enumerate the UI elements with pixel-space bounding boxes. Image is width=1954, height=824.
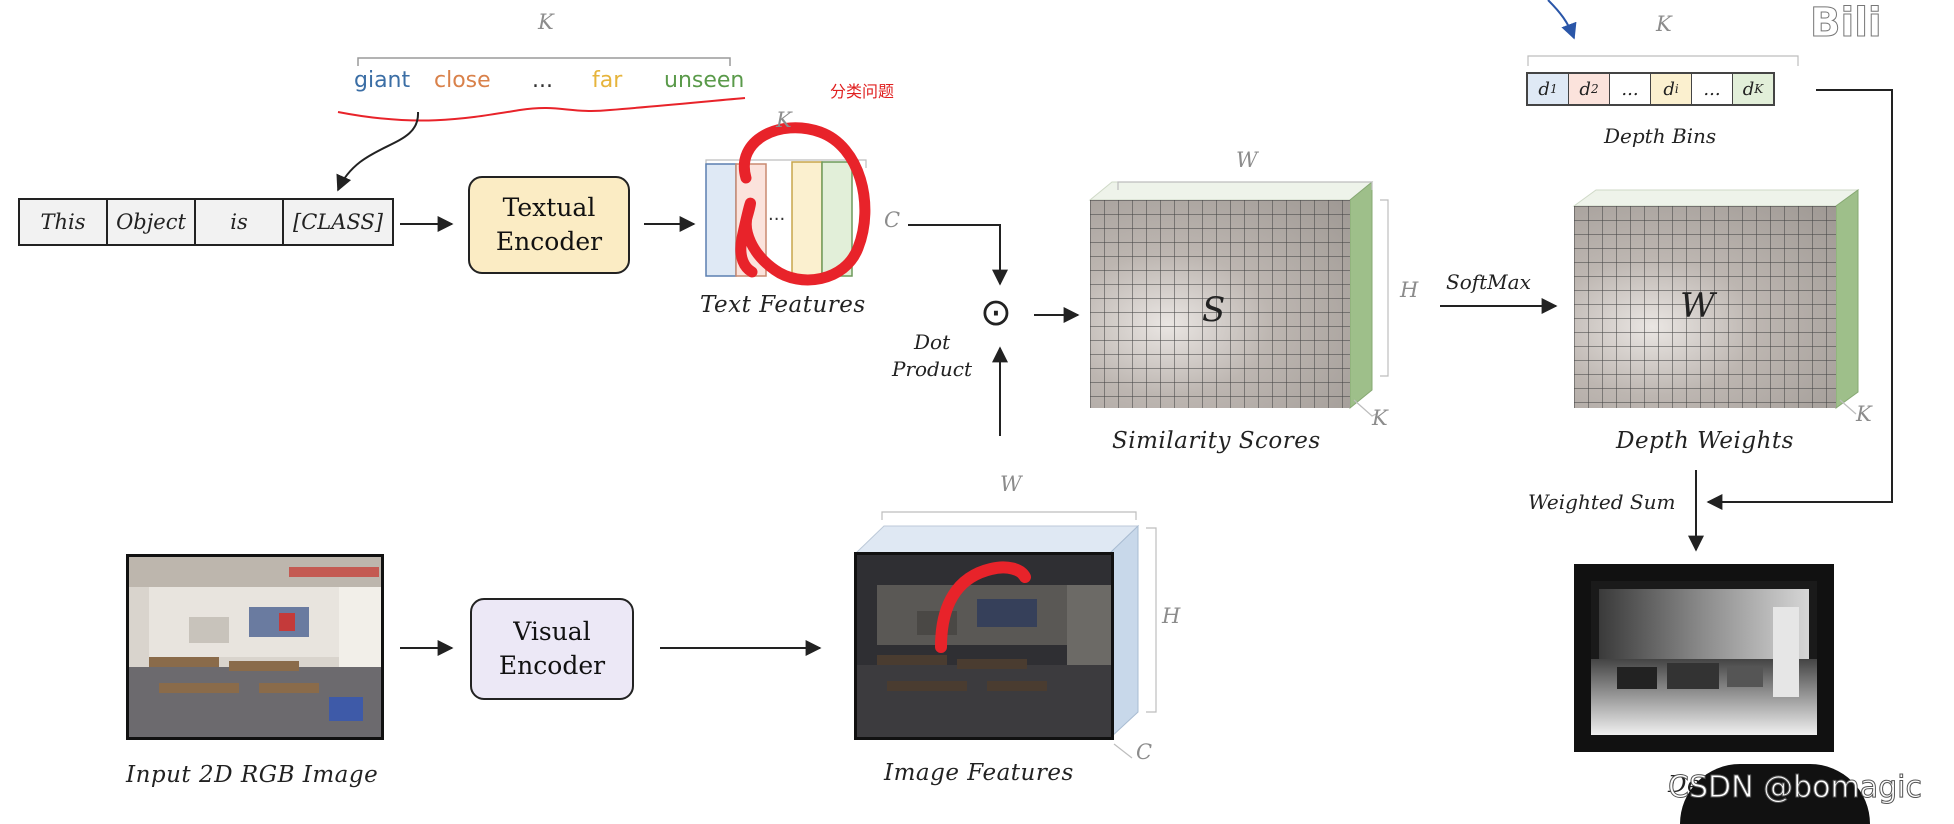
depth-bin-label: d bbox=[1742, 78, 1755, 100]
depth-bin-subscript: 2 bbox=[1590, 82, 1599, 96]
similarity-dim-h: H bbox=[1400, 278, 1419, 302]
image-features-render bbox=[857, 555, 1111, 737]
class-names-bracket bbox=[357, 57, 731, 66]
blue-pointer-arrow bbox=[1547, 0, 1577, 40]
image-features-cube-side bbox=[1109, 524, 1139, 740]
depth-bin-subscript: i bbox=[1674, 82, 1679, 96]
prompt-token-class: [CLASS] bbox=[293, 210, 383, 234]
text-feature-bar-3 bbox=[791, 161, 823, 277]
depth-bin-label: d bbox=[1663, 78, 1675, 100]
weighted-sum-label: Weighted Sum bbox=[1528, 490, 1676, 514]
depth-bin-label: ... bbox=[1621, 78, 1639, 100]
depth-weights-grid bbox=[1574, 206, 1836, 408]
arrow-bins-to-weighted-sum bbox=[1706, 89, 1893, 510]
prompt-token-row: This Object is [CLASS] bbox=[18, 198, 394, 246]
red-circle-stroke bbox=[735, 122, 871, 286]
text-feature-bar-1 bbox=[705, 163, 737, 277]
image-features-c-bracket bbox=[1113, 743, 1133, 759]
red-underline-stroke bbox=[337, 97, 746, 122]
depth-weights-dim-k: K bbox=[1856, 402, 1872, 426]
text-features-dim-c: C bbox=[884, 208, 901, 232]
depth-bin-label: d bbox=[1579, 78, 1591, 100]
image-features-cube-top bbox=[854, 525, 1140, 554]
depth-weights-cube-side bbox=[1835, 189, 1859, 409]
class-name-3: far bbox=[592, 68, 623, 93]
text-features-caption: Text Features bbox=[700, 292, 866, 318]
depth-map-image bbox=[1574, 564, 1834, 752]
depth-map-render bbox=[1591, 581, 1817, 735]
watermark-bottom: CSDN @bomagic bbox=[1668, 770, 1923, 806]
class-name-1: close bbox=[434, 68, 491, 93]
depth-bin-label: ... bbox=[1703, 78, 1721, 100]
red-annotation: 分类问题 bbox=[830, 82, 895, 101]
arrow-text-to-dot bbox=[908, 224, 1008, 286]
watermark-top: Bili bbox=[1810, 0, 1883, 47]
image-features-dim-h: H bbox=[1162, 604, 1181, 628]
similarity-dim-k: K bbox=[1372, 406, 1388, 430]
input-image-caption: Input 2D RGB Image bbox=[126, 762, 379, 788]
dot-product-label-2: Product bbox=[892, 357, 972, 381]
depth-bin-4: ... bbox=[1692, 74, 1733, 104]
input-rgb-image bbox=[126, 554, 384, 740]
depth-bin-subscript: K bbox=[1754, 82, 1764, 96]
prompt-token-object: Object bbox=[108, 200, 196, 244]
similarity-k-bracket bbox=[1353, 399, 1377, 417]
input-image-render bbox=[129, 557, 381, 737]
depth-bins-bracket bbox=[1527, 55, 1799, 66]
depth-weights-letter: W bbox=[1680, 286, 1715, 326]
similarity-h-bracket bbox=[1380, 199, 1389, 377]
depth-weights-cube-top bbox=[1572, 189, 1860, 207]
similarity-cube-top bbox=[1088, 181, 1374, 201]
visual-encoder-box: Visual Encoder bbox=[470, 598, 634, 700]
dot-product-label-1: Dot bbox=[914, 330, 951, 354]
class-name-4: unseen bbox=[664, 68, 745, 93]
image-features-h-bracket bbox=[1146, 527, 1157, 713]
image-features-dim-w: W bbox=[1000, 472, 1022, 496]
depth-bin-2: ... bbox=[1610, 74, 1651, 104]
visual-encoder-line1: Visual bbox=[513, 617, 591, 646]
image-features-caption: Image Features bbox=[884, 760, 1074, 786]
image-features-face bbox=[854, 552, 1114, 740]
textual-encoder-line1: Textual bbox=[502, 193, 596, 222]
depth-bin-subscript: 1 bbox=[1549, 82, 1558, 96]
class-names-dim-label: K bbox=[538, 10, 554, 34]
softmax-label: SoftMax bbox=[1446, 270, 1531, 294]
similarity-letter: S bbox=[1202, 290, 1226, 330]
depth-weights-caption: Depth Weights bbox=[1616, 428, 1794, 454]
similarity-cube-side bbox=[1349, 180, 1373, 410]
prompt-token-is: is bbox=[196, 200, 284, 244]
prompt-token-this: This bbox=[20, 200, 108, 244]
depth-bin-label: d bbox=[1538, 78, 1550, 100]
similarity-grid bbox=[1090, 200, 1350, 408]
class-name-2: ... bbox=[532, 68, 553, 93]
text-features-ellipsis: ... bbox=[768, 204, 786, 225]
image-features-dim-c: C bbox=[1136, 740, 1153, 764]
similarity-w-bracket bbox=[1117, 181, 1373, 190]
similarity-caption: Similarity Scores bbox=[1112, 428, 1321, 454]
depth-weights-k-bracket bbox=[1839, 399, 1857, 415]
textual-encoder-line2: Encoder bbox=[495, 227, 603, 256]
depth-bins-caption: Depth Bins bbox=[1604, 124, 1717, 148]
presenter-silhouette bbox=[1680, 764, 1870, 824]
class-insert-arrow bbox=[336, 111, 420, 192]
text-features-dim-k: K bbox=[776, 108, 792, 132]
image-features-w-bracket bbox=[881, 511, 1137, 520]
red-arc-stroke bbox=[935, 561, 1031, 653]
depth-bins-dim-label: K bbox=[1656, 12, 1672, 36]
visual-encoder-line2: Encoder bbox=[498, 651, 606, 680]
textual-encoder-box: Textual Encoder bbox=[468, 176, 630, 274]
similarity-dim-w: W bbox=[1236, 148, 1258, 172]
dot-product-symbol: ⊙ bbox=[980, 290, 1012, 334]
class-name-0: giant bbox=[354, 68, 411, 93]
